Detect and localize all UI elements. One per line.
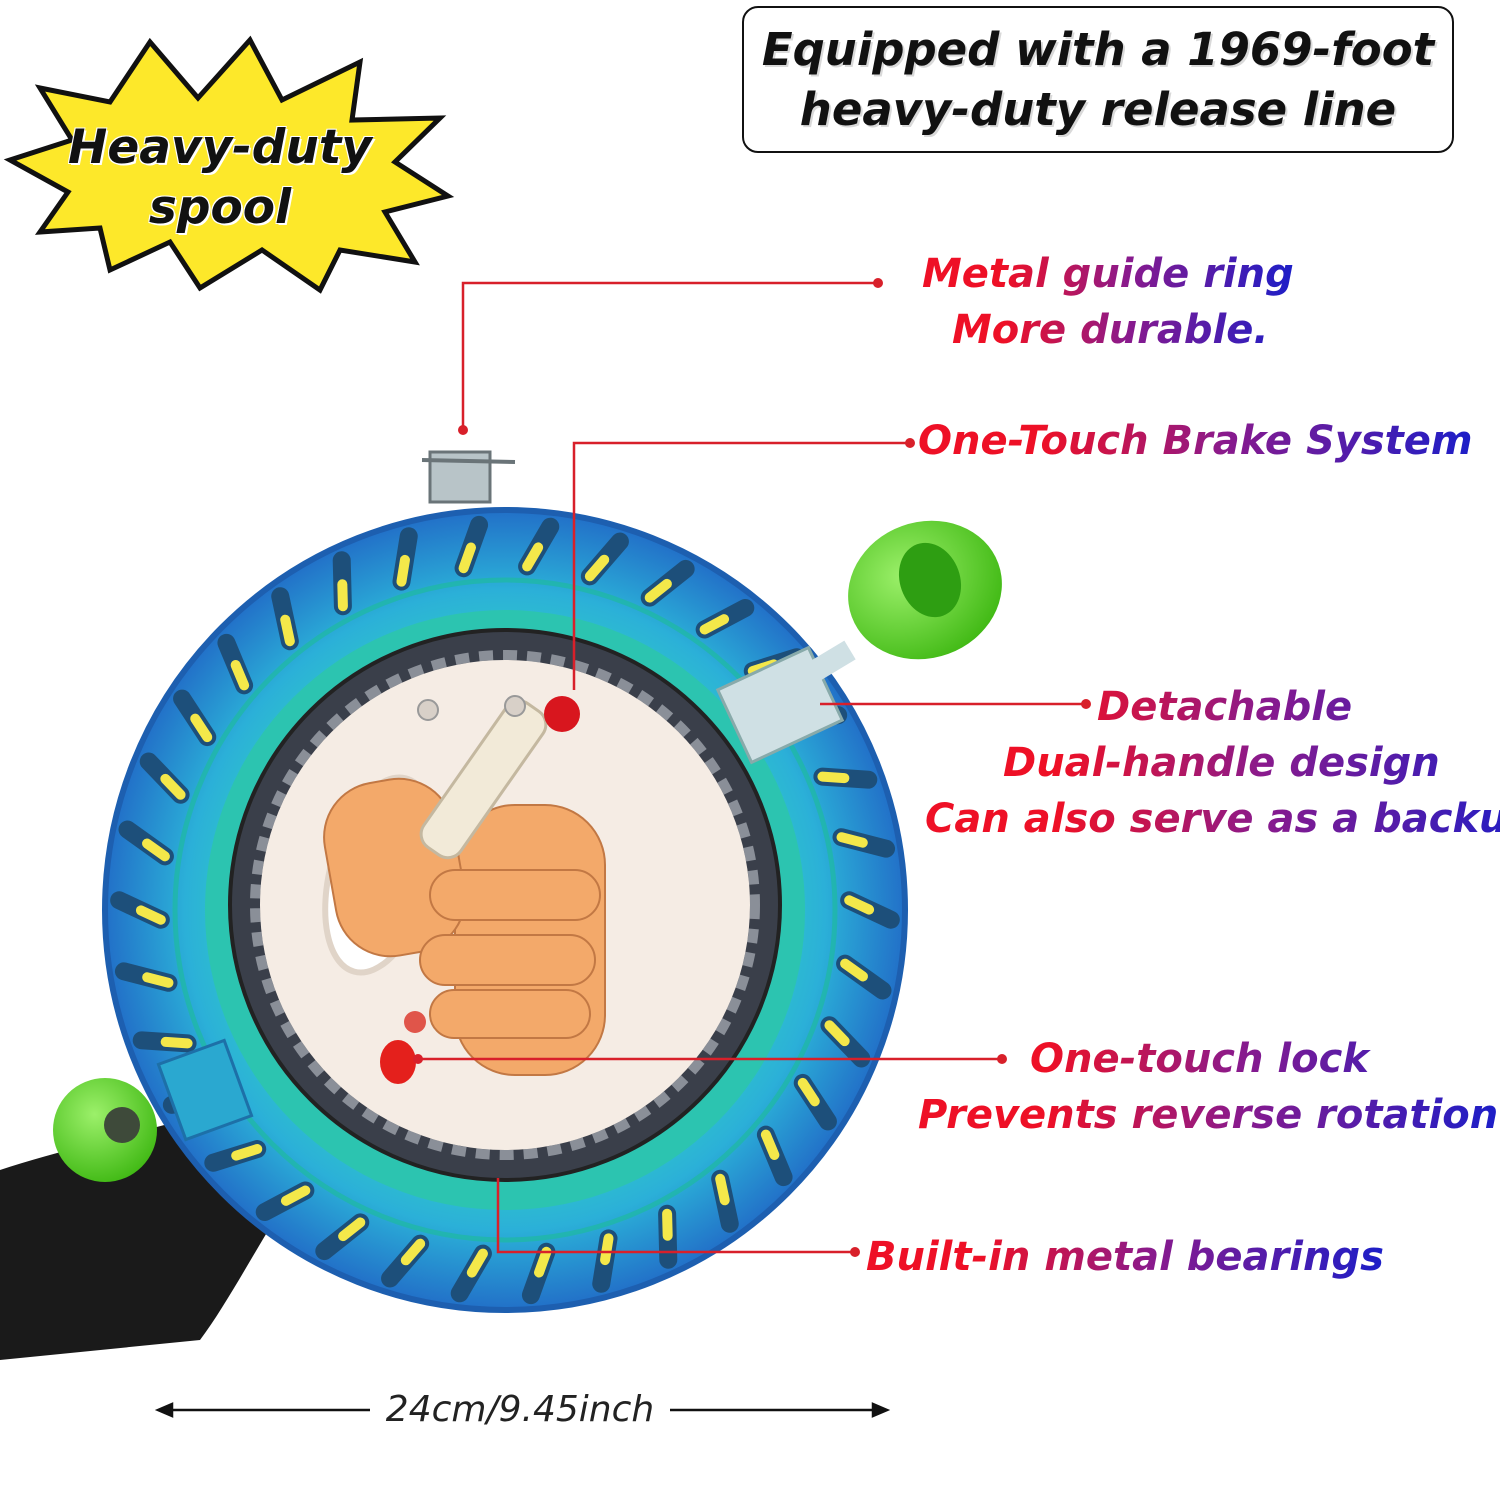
reel-slot-line [817,771,850,784]
leader-dot [1081,699,1091,709]
reel-slot-line [534,1246,552,1278]
leader-dot [997,1054,1007,1064]
reel-slot-line [231,1144,263,1161]
lock-button-small [404,1011,426,1033]
reel-slot-line [160,1036,193,1049]
callout-handle: Detachable Dual-handle design Can also s… [925,679,1500,847]
reel-slot-line [142,972,174,988]
reel-slot-line [280,614,295,647]
brake-button [544,696,580,732]
handle-title: Detachable [1097,684,1353,730]
leader-lines [418,281,1086,1254]
lock-title: One-touch lock [1030,1036,1369,1082]
reel-slot-line [522,542,544,572]
reel-slot-line [230,660,250,691]
header-line-1: Equipped with a 1969-foot [761,22,1435,76]
starburst-badge [3,35,455,294]
badge-text: Heavy-duty spool [40,118,400,238]
reel-slot-line [337,579,348,612]
reel-slot-line [600,1233,614,1266]
callout-brake: One-Touch Brake System [918,413,1473,469]
reel-slot-line [400,1238,426,1266]
reel-slot-line [458,542,476,574]
badge-line-1: Heavy-duty [68,120,372,175]
reel-slot-line [699,614,730,635]
header-line-2: heavy-duty release line [799,82,1397,136]
leader-dot [850,1247,860,1257]
reel-slot-line [662,1208,673,1241]
reel-slot-line [142,838,170,862]
reel-slot-line [135,905,166,925]
reel-slot-line [190,713,213,743]
reel-slot-line [466,1248,488,1278]
reel-slots [110,515,900,1305]
callout-bearings: Built-in metal bearings [866,1229,1384,1285]
lock-button [380,1040,416,1084]
reel-slot-line [836,832,868,848]
badge-line-2: spool [148,180,292,235]
leader-dot [905,438,915,448]
reel-slot-line [824,1020,850,1047]
leader-dot [413,1054,423,1064]
callout-guide-ring: Metal guide ring More durable. [922,246,1294,358]
handle-subtitle: Dual-handle design [1003,740,1440,786]
callout-lock: One-touch lock Prevents reverse rotation [918,1031,1498,1143]
reel-slot-line [844,895,875,915]
reel-slot-line [584,554,610,582]
brake-title: One-Touch Brake System [918,418,1473,464]
brake-lever [419,699,548,860]
lock-subtitle: Prevents reverse rotation [918,1092,1499,1138]
leader-dot [458,425,468,435]
header-box: Equipped with a 1969-foot heavy-duty rel… [742,6,1454,153]
leader-dot [873,278,883,288]
reel-slot-line [760,1129,780,1160]
guide-ring-title: Metal guide ring [922,251,1294,297]
dimension-label: 24cm/9.45inch [370,1388,670,1432]
reel-slot-line [280,1185,311,1206]
reel-slot-line [338,1217,366,1242]
handle-note: Can also serve as a backup [925,796,1500,842]
reel-slot-line [160,773,186,800]
guide-ring-subtitle: More durable. [952,307,1269,353]
reel-slot-line [797,1077,820,1107]
bearings-title: Built-in metal bearings [866,1234,1384,1280]
reel-slot-line [644,578,672,603]
reel-slot-line [840,958,868,982]
reel-slot-line [715,1173,730,1206]
reel-slot-line [396,554,410,587]
